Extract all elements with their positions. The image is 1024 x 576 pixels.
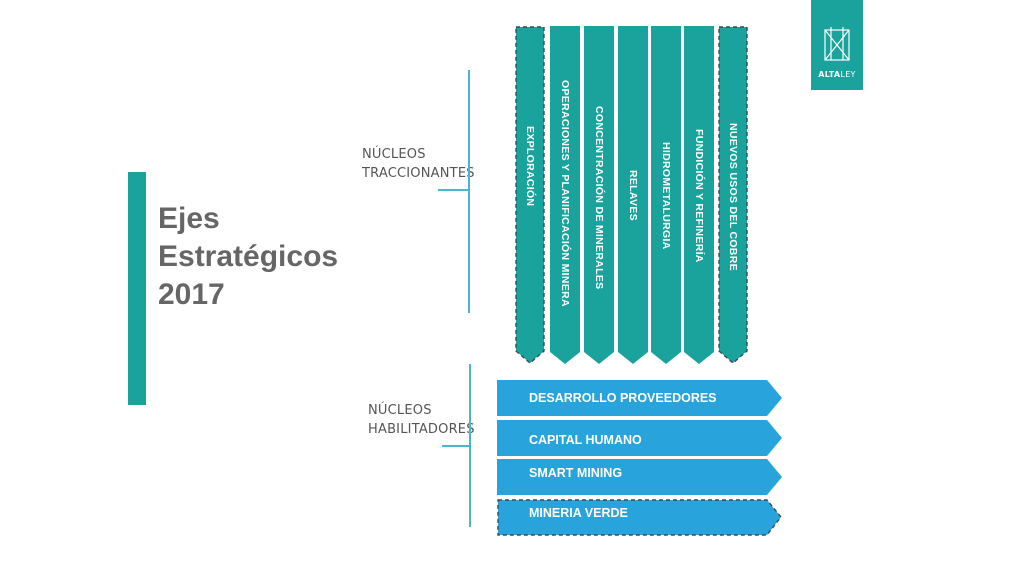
enabler-desarrollo-proveedores-shape [497, 380, 782, 416]
enabler-capital-humano-shape [497, 420, 782, 456]
pillar-fundicion-label: FUNDICIÓN Y REFINERÍA [693, 129, 705, 263]
pillar-fundicion: FUNDICIÓN Y REFINERÍA [684, 26, 714, 364]
pillar-concentracion-shape [584, 26, 614, 364]
pillar-operaciones-label: OPERACIONES Y PLANIFICACIÓN MINERA [559, 80, 571, 307]
pillar-nuevos-usos: NUEVOS USOS DEL COBRE [718, 26, 748, 364]
traccionantes-bracket-vertical [468, 70, 470, 313]
group-label-habilitadores-line-1: NÚCLEOS [368, 403, 432, 418]
title-line-3: 2017 [158, 278, 225, 311]
pillar-nuevos-usos-label: NUEVOS USOS DEL COBRE [727, 123, 739, 271]
enabler-mineria-verde-label: MINERIA VERDE [529, 506, 628, 520]
pillar-relaves: RELAVES [618, 26, 648, 364]
pillar-exploracion: EXPLORACIÓN [515, 26, 545, 364]
traccionantes-bracket-connector [438, 189, 469, 191]
pillar-relaves-shape [618, 26, 648, 364]
pillar-exploracion-label: EXPLORACIÓN [524, 126, 536, 207]
enabler-smart-mining-shape [497, 459, 782, 495]
logo-mark-icon [824, 27, 850, 61]
enabler-smart-mining-label: SMART MINING [529, 466, 623, 480]
group-label-traccionantes: NÚCLEOS TRACCIONANTES [362, 145, 475, 183]
pillar-hidrometalurgia: HIDROMETALURGIA [651, 26, 681, 364]
pillar-operaciones: OPERACIONES Y PLANIFICACIÓN MINERA [550, 26, 580, 364]
title-accent-bar [128, 172, 146, 405]
enabler-smart-mining: SMART MINING [497, 459, 783, 497]
title-line-1: Ejes [158, 202, 220, 235]
enabler-capital-humano-label: CAPITAL HUMANO [529, 433, 642, 447]
pillar-nuevos-usos-shape [718, 26, 748, 364]
habilitadores-bracket-connector [442, 445, 470, 447]
enabler-mineria-verde-shape [497, 499, 782, 536]
title-line-2: Estratégicos [158, 240, 339, 273]
enabler-desarrollo-proveedores: DESARROLLO PROVEEDORES [497, 380, 783, 418]
group-label-traccionantes-line-2: TRACCIONANTES [362, 166, 475, 181]
pillar-concentracion: CONCENTRACIÓN DE MINERALES [584, 26, 614, 364]
pillar-fundicion-shape [684, 26, 714, 364]
altaley-logo: ALTALEY [811, 0, 863, 90]
group-label-traccionantes-line-1: NÚCLEOS [362, 147, 426, 162]
enabler-mineria-verde: MINERIA VERDE [497, 499, 783, 537]
logo-text-bold: ALTA [818, 70, 841, 79]
logo-text-light: LEY [840, 70, 856, 79]
pillar-hidrometalurgia-label: HIDROMETALURGIA [660, 142, 672, 250]
group-label-habilitadores-line-2: HABILITADORES [368, 422, 475, 437]
pillar-exploracion-shape [515, 26, 545, 364]
pillar-operaciones-shape [550, 26, 580, 364]
group-label-habilitadores: NÚCLEOS HABILITADORES [368, 401, 475, 439]
logo-text: ALTALEY [811, 70, 863, 79]
enabler-desarrollo-proveedores-label: DESARROLLO PROVEEDORES [529, 391, 717, 405]
page-title: Ejes Estratégicos 2017 [158, 200, 338, 314]
pillar-hidrometalurgia-shape [651, 26, 681, 364]
enabler-capital-humano: CAPITAL HUMANO [497, 420, 783, 458]
pillar-relaves-label: RELAVES [627, 170, 639, 221]
pillar-concentracion-label: CONCENTRACIÓN DE MINERALES [593, 106, 605, 290]
